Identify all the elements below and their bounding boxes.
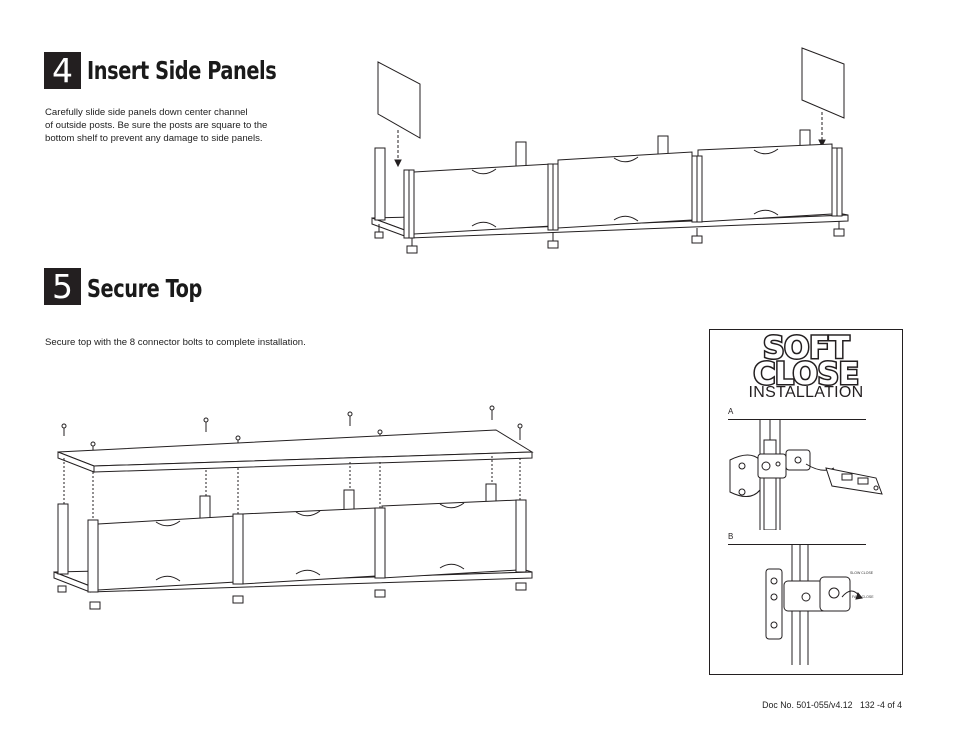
side-panel-front-1	[413, 163, 553, 235]
document-footer: Doc No. 501-055/v4.12 132 -4 of 4	[762, 700, 902, 710]
step-4-number-badge: 4	[44, 52, 81, 90]
step-4-illustration	[371, 47, 849, 254]
soft-close-title-line-1: SOFT	[761, 331, 851, 366]
doc-number: Doc No. 501-055/v4.12	[762, 700, 853, 710]
step-4-description-line-2: of outside posts. Be sure the posts are …	[45, 120, 268, 131]
step-4-description: Carefully slide side panels down center …	[45, 106, 267, 145]
soft-close-title-line-2: CLOSE	[752, 357, 861, 392]
page-number: 132 -4 of 4	[859, 700, 902, 710]
section-b-label: B	[728, 532, 734, 541]
step-5-title: Secure Top	[87, 274, 202, 303]
side-panel-right-floating	[801, 47, 845, 119]
section-b-rule	[728, 544, 866, 545]
section-a-label: A	[728, 407, 734, 416]
step-5-illustration	[53, 405, 534, 610]
side-panel-left-floating	[377, 61, 421, 139]
soft-close-subtitle: INSTALLATION	[748, 384, 864, 401]
step-4-title: Insert Side Panels	[87, 56, 277, 85]
step-4-description-line-1: Carefully slide side panels down center …	[45, 107, 248, 118]
step-5-description: Secure top with the 8 connector bolts to…	[45, 337, 306, 348]
slow-close-label: SLOW CLOSE	[850, 571, 874, 575]
soft-close-installation-panel: SOFT CLOSE INSTALLATION A B	[709, 329, 903, 675]
step-5-number-badge: 5	[44, 268, 81, 306]
step-4-description-line-3: bottom shelf to prevent any damage to si…	[45, 133, 263, 144]
fast-close-label: FAST CLOSE	[852, 595, 874, 599]
section-a-rule	[728, 419, 866, 420]
soft-close-damper-a	[825, 467, 883, 495]
hinge-diagram-a	[729, 420, 883, 530]
hinge-diagram-b	[765, 545, 863, 665]
